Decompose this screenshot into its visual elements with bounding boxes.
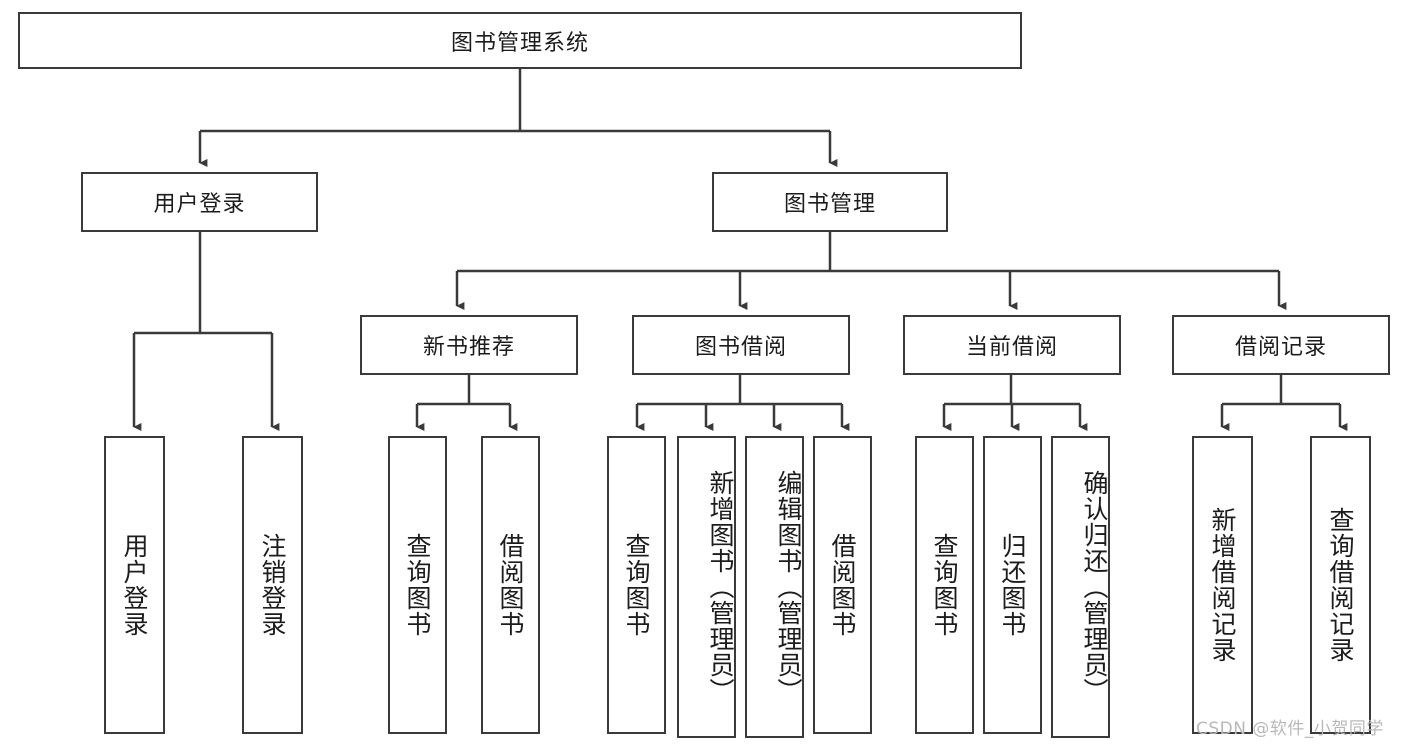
- node-user-login: 用户登录: [81, 172, 318, 232]
- node-label: 查询图书: [403, 533, 432, 637]
- node-label: 借阅图书: [496, 533, 525, 637]
- node-leaf-logout: 注销登录: [242, 436, 303, 734]
- node-root: 图书管理系统: [18, 12, 1022, 69]
- node-label: 注销登录: [258, 533, 287, 637]
- node-leaf-edit-book-admin: 编辑图书（管理员）: [745, 436, 804, 738]
- node-label: 图书管理: [783, 192, 876, 217]
- node-label: 查询图书: [622, 533, 651, 637]
- node-new-book-recommend: 新书推荐: [360, 315, 578, 375]
- node-label: 图书管理系统: [450, 30, 589, 56]
- node-label: 借阅记录: [1234, 335, 1327, 360]
- node-label: 新增借阅记录: [1208, 507, 1237, 663]
- node-leaf-query-book-3: 查询图书: [915, 436, 974, 734]
- node-leaf-return-book: 归还图书: [983, 436, 1042, 734]
- node-label: 新书推荐: [422, 335, 515, 360]
- node-label: 归还图书: [998, 533, 1027, 637]
- node-book-management: 图书管理: [712, 172, 948, 232]
- node-label: 编辑图书（管理员）: [774, 470, 803, 704]
- node-label: 图书借阅: [694, 335, 787, 360]
- node-label: 新增图书（管理员）: [706, 470, 735, 704]
- node-leaf-add-book-admin: 新增图书（管理员）: [677, 436, 736, 738]
- node-label: 查询借阅记录: [1326, 507, 1355, 663]
- node-leaf-add-borrow-record: 新增借阅记录: [1192, 436, 1253, 734]
- node-leaf-query-borrow-record: 查询借阅记录: [1310, 436, 1371, 734]
- node-leaf-user-login: 用户登录: [104, 436, 165, 734]
- node-current-borrow: 当前借阅: [903, 315, 1121, 375]
- csdn-watermark: CSDN @软件_小贺同学: [1196, 719, 1384, 739]
- node-leaf-borrow-book-1: 借阅图书: [481, 436, 540, 734]
- node-book-borrow: 图书借阅: [632, 315, 850, 375]
- node-borrow-record: 借阅记录: [1172, 315, 1390, 375]
- node-label: 查询图书: [930, 533, 959, 637]
- node-leaf-confirm-return-admin: 确认归还（管理员）: [1051, 436, 1110, 738]
- node-label: 当前借阅: [965, 335, 1058, 360]
- node-leaf-query-book-1: 查询图书: [388, 436, 447, 734]
- node-label: 用户登录: [153, 192, 246, 217]
- node-label: 用户登录: [120, 533, 149, 637]
- node-label: 借阅图书: [828, 533, 857, 637]
- node-label: 确认归还（管理员）: [1080, 470, 1109, 704]
- node-leaf-borrow-book-2: 借阅图书: [813, 436, 872, 734]
- node-leaf-query-book-2: 查询图书: [607, 436, 666, 734]
